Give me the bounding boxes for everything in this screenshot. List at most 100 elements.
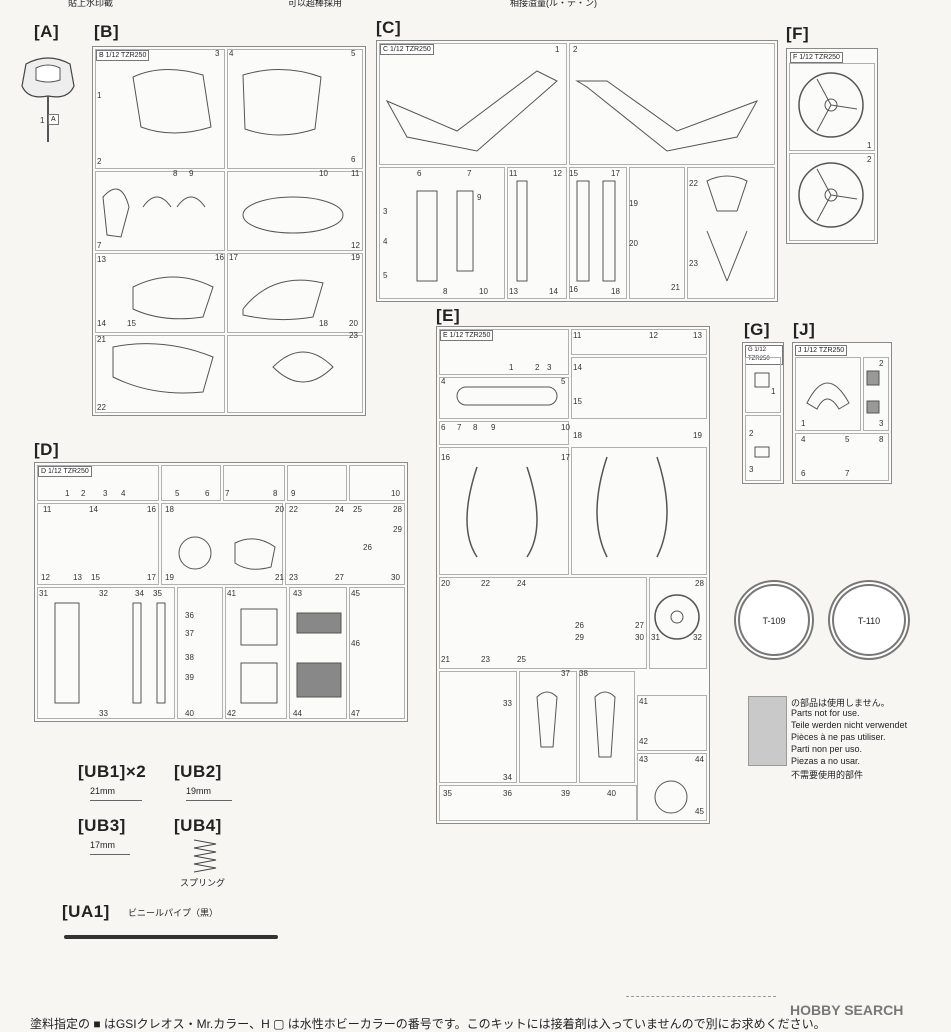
part-number: 13 [97,255,106,264]
part-number: 17 [611,169,620,178]
sprue-f-tag: F 1/12 TZR250 [790,52,843,63]
sprue-e-cell [439,377,569,419]
part-number: 38 [185,653,194,662]
ub3-rod [90,854,130,855]
part-number: 36 [503,789,512,798]
part-number: 9 [491,423,496,432]
part-number: 18 [573,431,582,440]
part-number: 23 [481,655,490,664]
sprue-b-cell [95,253,225,333]
sprue-b-cell [227,49,363,169]
part-number: 12 [649,331,658,340]
part-number: 22 [289,505,298,514]
part-number: 11 [509,169,518,178]
sprue-e-cell [571,329,707,355]
part-number: 8 [879,435,884,444]
sprue-g-cell [745,415,781,481]
section-label-j: [J] [793,320,816,339]
not-used-text-en: Parts not for use. [791,708,860,718]
part-number: 35 [443,789,452,798]
not-used-text-es: Piezas a no usar. [791,756,861,766]
part-number: 8 [473,423,478,432]
part-number: 17 [229,253,238,262]
sprue-b-parts [102,68,344,394]
part-number: 44 [293,709,302,718]
part-number: 3 [749,465,754,474]
part-number: 21 [441,655,450,664]
ub2-label: [UB2] [174,762,222,781]
part-number: 14 [97,319,106,328]
part-number: 1 [65,489,70,498]
part-number: 22 [689,179,698,188]
sprue-e-cell [519,671,577,783]
tire-t110-label: T-110 [857,615,881,626]
part-number: 1 [97,91,102,100]
section-label-e: [E] [436,306,461,325]
part-number: 10 [319,169,328,178]
sprue-c-tag: C 1/12 TZR250 [380,44,434,55]
sprue-b-cell [227,253,363,333]
sprue-e-cell [571,447,707,575]
part-number: 26 [363,543,372,552]
part-number: 11 [43,505,52,514]
part-number: 24 [517,579,526,588]
sprue-f-wheels [798,72,864,228]
part-number: 24 [335,505,344,514]
sprue-d-cell [161,465,221,501]
tire-t109: T-109 [734,580,814,660]
part-number: 9 [189,169,194,178]
part-number: 12 [553,169,562,178]
sprue-e-cell [439,671,517,783]
sprue-c-cell [507,167,567,299]
part-number: 5 [175,489,180,498]
sprue-j-cell [863,357,889,431]
part-number: 2 [879,359,884,368]
part-number: 11 [573,331,582,340]
part-number: 5 [561,377,566,386]
part-number: 7 [97,241,102,250]
sprue-f-cell [789,63,875,151]
part-number: 4 [121,489,126,498]
sprue-e-cell [439,447,569,575]
part-number: 47 [351,709,360,718]
divider [626,996,776,997]
not-used-text-zh: 不需要使用的部件 [791,770,864,780]
sprue-f-cell [789,153,875,241]
part-number: 3 [103,489,108,498]
sprue-g-cell [745,357,781,413]
sprue-e-cell [579,671,635,783]
part-number: 40 [185,709,194,718]
part-number: 1 [801,419,806,428]
part-number: 2 [97,157,102,166]
sprue-e-cell [439,421,569,445]
part-number: 21 [275,573,284,582]
part-number: 19 [693,431,702,440]
part-number: 18 [611,287,620,296]
part-number: 20 [629,239,638,248]
sprue-d-cell [37,503,159,585]
sprue-e-tag: E 1/12 TZR250 [440,330,494,341]
watermark-logo: HOBBY SEARCH [790,1002,904,1018]
part-number: 17 [147,573,156,582]
part-number: 41 [227,589,236,598]
part-number: 17 [561,453,570,462]
ub1-label: [UB1]×2 [78,762,147,781]
part-number: 5 [383,271,388,280]
sprue-b-cell [227,335,363,413]
sprue-e-parts [456,386,700,814]
part-number: 30 [391,573,400,582]
sprue-f: F 1/12 TZR250 1 2 [786,48,878,244]
part-number: 23 [349,331,358,340]
part-number: 32 [99,589,108,598]
part-number: 10 [479,287,488,296]
part-number: 4 [441,377,446,386]
part-number: 7 [467,169,472,178]
cowl-drawing [21,57,75,142]
part-number: 31 [39,589,48,598]
tire-t109-label: T-109 [762,615,786,626]
sprue-e-cell [637,753,707,821]
not-used-text-de: Teile werden nicht verwendet [791,720,908,730]
part-number: 28 [695,579,704,588]
section-label-b: [B] [94,22,120,41]
part-number: 41 [639,697,648,706]
